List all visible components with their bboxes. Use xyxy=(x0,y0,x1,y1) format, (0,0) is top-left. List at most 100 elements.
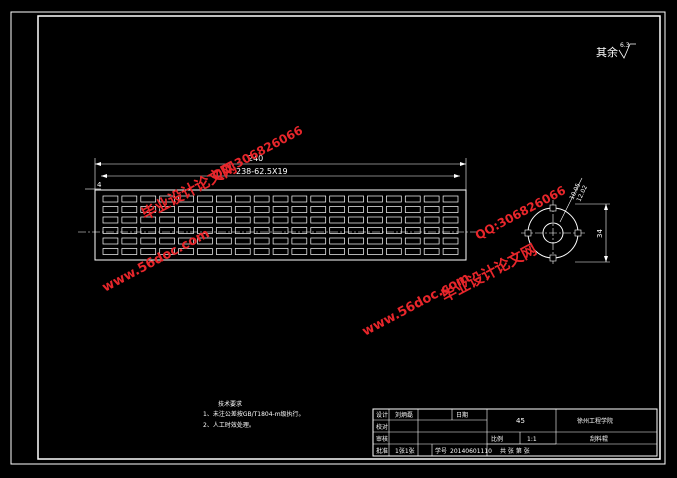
rib-cell xyxy=(272,206,289,213)
dimensions: 240 238-62.5X19 4 xyxy=(85,154,467,190)
rib-cell xyxy=(367,216,383,224)
rib-cell xyxy=(310,206,327,213)
rib-cell xyxy=(386,206,402,213)
rib-cell xyxy=(442,206,459,213)
rib-cell xyxy=(291,206,308,213)
dim-overall: 240 xyxy=(248,154,263,163)
rib-cell xyxy=(253,227,270,234)
rib-cell xyxy=(442,248,459,255)
rib-cell xyxy=(253,248,270,255)
rib-cell xyxy=(197,237,213,245)
rib-cell xyxy=(386,227,402,234)
rib-cell xyxy=(386,216,402,224)
rib-cell xyxy=(159,206,175,213)
rib-cell xyxy=(272,237,289,245)
technical-notes: 技术要求 1、未注公差按GB/T1804-m级执行。 2、人工时效处理。 xyxy=(203,400,305,429)
rib-cell xyxy=(197,195,213,203)
rib-cell xyxy=(404,227,421,234)
tb-school: 徐州工程学院 xyxy=(577,417,613,425)
rib-cell xyxy=(178,237,194,245)
dim-left-small: 4 xyxy=(97,181,102,189)
rib-cell xyxy=(329,248,345,255)
tb-r3c1: 审核 xyxy=(376,435,388,443)
rib-cell xyxy=(442,195,459,203)
rib-cell xyxy=(159,216,175,224)
dim-pitch: 238-62.5X19 xyxy=(236,167,288,176)
rib-cell xyxy=(272,216,289,224)
rib-cell xyxy=(291,216,308,224)
roughness-label: 其余 xyxy=(596,45,618,59)
rib-cell xyxy=(197,206,213,213)
rib-cell xyxy=(159,227,175,234)
tech-notes-title: 技术要求 xyxy=(218,400,242,408)
rib-cell xyxy=(234,195,251,203)
tb-r1c1: 设计 xyxy=(376,411,388,419)
rib-cell xyxy=(121,206,138,213)
rib-cell xyxy=(216,248,232,255)
rib-cell xyxy=(367,227,383,234)
rib-cell xyxy=(253,195,270,203)
rib-cell xyxy=(310,227,327,234)
tb-part: 刮料辊 xyxy=(590,435,608,443)
tb-r1c3: 日期 xyxy=(456,411,468,419)
rib-cell xyxy=(159,195,175,203)
rib-cell xyxy=(140,227,157,234)
rib-cell xyxy=(234,227,251,234)
rib-cell xyxy=(121,216,138,224)
rib-cell xyxy=(367,248,383,255)
title-block: 设计 刘炳磊 日期 45 徐州工程学院 校对 审核 比例 1:1 刮料辊 批准 … xyxy=(372,408,658,457)
watermark-site-cn-2: 毕业设计论文网 xyxy=(438,240,539,305)
rib-cell xyxy=(423,227,440,234)
rib-cell xyxy=(178,206,194,213)
rib-cell xyxy=(386,237,402,245)
rib-cell xyxy=(272,195,289,203)
rib-cell xyxy=(234,248,251,255)
rib-cell xyxy=(310,237,327,245)
rib-cell xyxy=(178,216,194,224)
rib-cell xyxy=(102,237,119,245)
rib-cell xyxy=(348,195,364,203)
rib-cell xyxy=(348,248,364,255)
rib-cell xyxy=(140,237,157,245)
rib-cell xyxy=(140,206,157,213)
rib-cell xyxy=(234,206,251,213)
shaft-view xyxy=(78,189,480,261)
watermark-url-2: www.56doc.com xyxy=(360,270,472,339)
rib-cell xyxy=(367,206,383,213)
rib-cell xyxy=(329,195,345,203)
rib-cell xyxy=(178,248,194,255)
tb-r4c2: 1张1张 xyxy=(395,447,415,455)
end-notch xyxy=(549,204,557,212)
rib-cell xyxy=(329,216,345,224)
rib-cell xyxy=(197,248,213,255)
rib-cell xyxy=(121,227,138,234)
rib-pattern xyxy=(102,195,459,255)
rib-cell xyxy=(442,216,459,224)
rib-cell xyxy=(348,237,364,245)
rib-cell xyxy=(348,216,364,224)
rib-cell xyxy=(102,216,119,224)
rib-cell xyxy=(121,237,138,245)
rib-cell xyxy=(102,195,119,203)
rib-cell xyxy=(216,206,232,213)
rib-cell xyxy=(404,216,421,224)
watermark-url-1: www.56doc.com xyxy=(100,226,212,295)
end-notch xyxy=(524,229,532,237)
rib-cell xyxy=(216,237,232,245)
tb-r1c2: 刘炳磊 xyxy=(395,411,413,419)
tb-r4c3: 学号 xyxy=(435,447,447,455)
rib-cell xyxy=(272,227,289,234)
rib-cell xyxy=(442,227,459,234)
rib-cell xyxy=(178,195,194,203)
rib-cell xyxy=(216,227,232,234)
watermark-qq-2: QQ:306826066 xyxy=(473,183,568,242)
rib-cell xyxy=(253,216,270,224)
rib-cell xyxy=(404,206,421,213)
rib-cell xyxy=(140,216,157,224)
rib-cell xyxy=(291,248,308,255)
rib-cell xyxy=(253,206,270,213)
tb-student-id: 20140601110 xyxy=(450,448,492,455)
rib-cell xyxy=(102,206,119,213)
roughness-symbol: 其余 6.3 xyxy=(596,42,636,59)
